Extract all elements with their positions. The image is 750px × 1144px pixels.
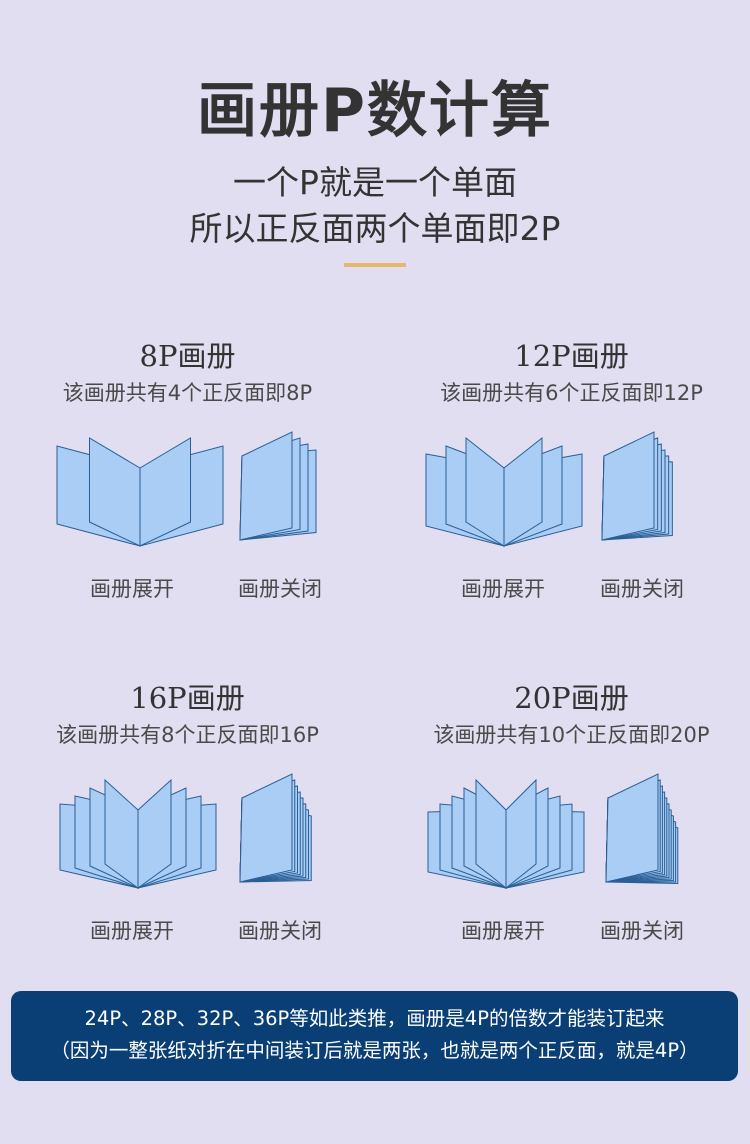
closed-booklet-icon (239, 431, 317, 541)
accent-divider (344, 263, 406, 267)
closed-caption: 画册关闭 (238, 919, 322, 943)
card-20p: 20P画册 该画册共有10个正反面即20P 画册展开 画册关闭 (384, 675, 750, 975)
open-booklet-icon (59, 778, 217, 889)
note-line-1: 24P、28P、32P、36P等如此类推，画册是4P的倍数才能装订起来 (84, 1007, 665, 1030)
closed-caption: 画册关闭 (238, 577, 322, 601)
card-12p: 12P画册 该画册共有6个正反面即12P 画册展开 画册关闭 (384, 333, 750, 633)
card-description: 该画册共有4个正反面即8P (62, 381, 313, 405)
note-box: 24P、28P、32P、36P等如此类推，画册是4P的倍数才能装订起来 （因为一… (11, 991, 738, 1081)
open-caption: 画册展开 (90, 919, 174, 943)
subtitle-line-1: 一个P就是一个单面 (233, 163, 517, 202)
open-booklet-icon (425, 436, 583, 547)
closed-booklet-icon (601, 431, 673, 541)
closed-caption: 画册关闭 (600, 919, 684, 943)
closed-caption: 画册关闭 (600, 577, 684, 601)
page-title: 画册P数计算 (197, 76, 553, 146)
card-description: 该画册共有10个正反面即20P (433, 723, 710, 747)
card-title: 12P画册 (514, 339, 629, 373)
open-caption: 画册展开 (461, 577, 545, 601)
card-title: 16P画册 (130, 681, 245, 715)
card-description: 该画册共有6个正反面即12P (440, 381, 703, 405)
open-caption: 画册展开 (461, 919, 545, 943)
card-title: 8P画册 (139, 339, 236, 373)
card-description: 该画册共有8个正反面即16P (56, 723, 319, 747)
closed-booklet-icon (239, 773, 312, 883)
open-booklet-icon (427, 778, 585, 890)
open-caption: 画册展开 (90, 577, 174, 601)
card-title: 20P画册 (514, 681, 629, 715)
note-line-2: （因为一整张纸对折在中间装订后就是两张，也就是两个正反面，就是4P） (50, 1039, 699, 1062)
subtitle-line-2: 所以正反面两个单面即2P (189, 209, 561, 248)
open-booklet-icon (56, 437, 224, 547)
closed-booklet-icon (605, 773, 679, 885)
card-16p: 16P画册 该画册共有8个正反面即16P 画册展开 画册关闭 (0, 675, 375, 975)
card-8p: 8P画册 该画册共有4个正反面即8P 画册展开 画册关闭 (0, 333, 375, 633)
